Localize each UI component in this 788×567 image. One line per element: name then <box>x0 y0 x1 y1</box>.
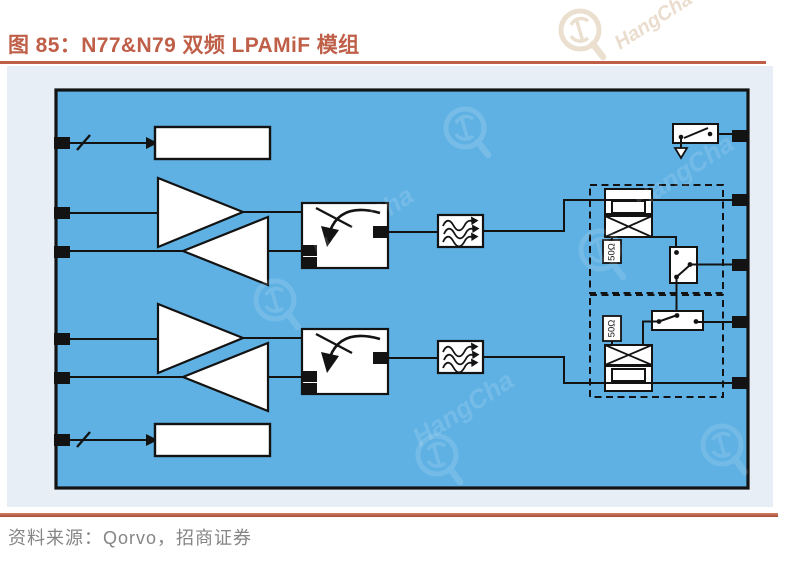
watermark-logo-icon <box>561 11 603 57</box>
band-block-dashed-box <box>589 184 724 294</box>
module-port <box>54 137 70 149</box>
band-block-dashed-box <box>589 294 724 398</box>
module-port <box>732 377 748 389</box>
antenna-switch <box>672 123 732 160</box>
module-port <box>54 333 70 345</box>
band-block-bottom: 50Ω <box>589 294 732 398</box>
ground-arrow-icon <box>673 147 689 160</box>
module-output-ports <box>732 130 748 389</box>
module-port <box>54 372 70 384</box>
main-line-top <box>483 199 732 232</box>
coupler-inner-line <box>611 368 646 382</box>
module-port <box>54 246 70 258</box>
module-port <box>54 434 70 446</box>
switch-lever-icon <box>658 314 677 323</box>
module-port <box>54 207 70 219</box>
band-block-top: 50Ω <box>589 184 732 316</box>
module-port <box>732 130 748 142</box>
source-line: 资料来源：Qorvo，招商证券 <box>8 528 253 548</box>
termination-label: 50Ω <box>607 320 618 338</box>
figure-title: 图 85：N77&N79 双频 LPAMiF 模组 <box>8 34 360 57</box>
module-input-ports <box>54 137 70 446</box>
title-rule <box>0 61 766 64</box>
watermark-text: HangCha <box>611 0 697 54</box>
switch-lever-icon <box>683 127 709 139</box>
main-line-bottom <box>483 356 732 384</box>
switch-lever-icon <box>675 264 691 278</box>
module-port <box>732 194 748 206</box>
footer-rule <box>0 513 778 517</box>
module-port <box>732 259 748 271</box>
termination-label: 50Ω <box>607 243 618 261</box>
module-port <box>732 316 748 328</box>
